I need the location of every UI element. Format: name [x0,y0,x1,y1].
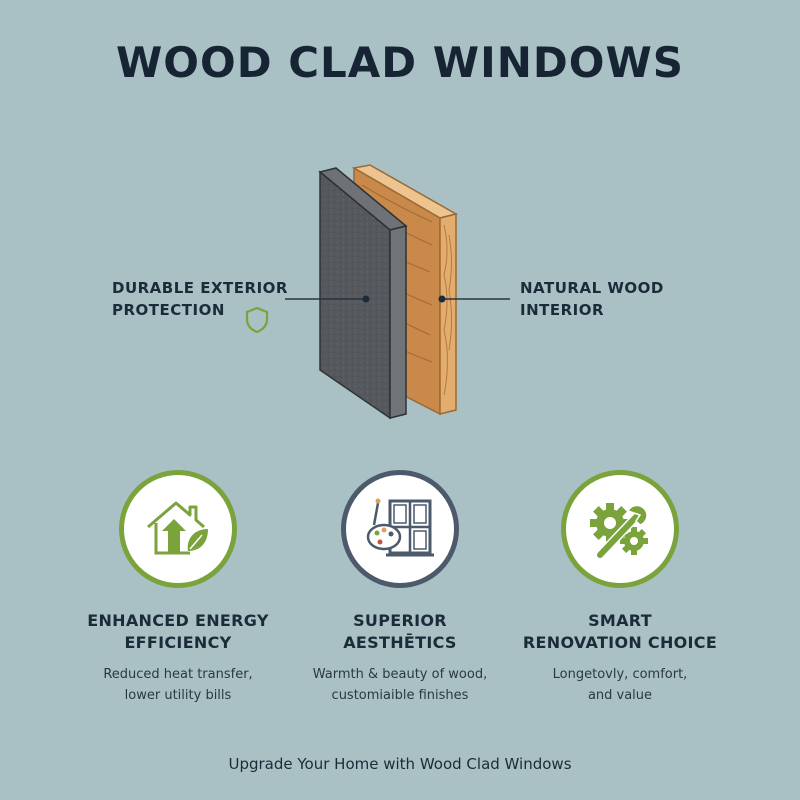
interior-callout: NATURAL WOOD INTERIOR [520,277,664,321]
feature-description: Longetovly, comfort, and value [500,664,740,706]
cladding-layer [318,167,408,420]
feature-icon-circle [561,470,679,588]
feature-title-line2: EFFICIENCY [124,633,232,652]
feature-title: SUPERIOR AESTHĒTICS [280,610,520,654]
exterior-callout-line1: DURABLE EXTERIOR [112,279,288,297]
feature-icon-circle [341,470,459,588]
feature-title: ENHANCED ENERGY EFFICIENCY [58,610,298,654]
interior-callout-line1: NATURAL WOOD [520,279,664,297]
eco-house-icon [147,501,208,555]
feature-title-line1: SUPERIOR [353,611,447,630]
feature-renovation: SMART RENOVATION CHOICE Longetovly, comf… [500,470,740,706]
feature-title: SMART RENOVATION CHOICE [500,610,740,654]
feature-desc-line2: lower utility bills [124,688,232,703]
gear-wrench-icon [590,503,648,560]
feature-desc-line2: and value [587,688,653,703]
feature-description: Warmth & beauty of wood, customiaible fi… [280,664,520,706]
feature-description: Reduced heat transfer, lower utility bil… [58,664,298,706]
shield-icon [245,306,269,334]
feature-aesthetics: SUPERIOR AESTHĒTICS Warmth & beauty of w… [280,470,520,706]
feature-title-line1: ENHANCED ENERGY [87,611,269,630]
window-palette-icon [366,498,434,557]
feature-icon-circle [119,470,237,588]
interior-callout-line2: INTERIOR [520,301,605,319]
feature-title-line2: AESTHĒTICS [343,633,457,652]
feature-desc-line2: customiaible finishes [331,688,469,703]
page-title: WOOD CLAD WINDOWS [115,38,685,87]
feature-energy-efficiency: ENHANCED ENERGY EFFICIENCY Reduced heat … [58,470,298,706]
feature-title-line1: SMART [588,611,652,630]
cross-section-diagram [285,164,510,420]
feature-desc-line1: Reduced heat transfer, [103,667,253,682]
exterior-callout: DURABLE EXTERIOR PROTECTION [112,277,288,321]
footer-tagline: Upgrade Your Home with Wood Clad Windows [228,755,572,773]
feature-desc-line1: Warmth & beauty of wood, [312,667,488,682]
exterior-callout-line2: PROTECTION [112,301,225,319]
feature-title-line2: RENOVATION CHOICE [522,633,718,652]
feature-desc-line1: Longetovly, comfort, [552,667,688,682]
